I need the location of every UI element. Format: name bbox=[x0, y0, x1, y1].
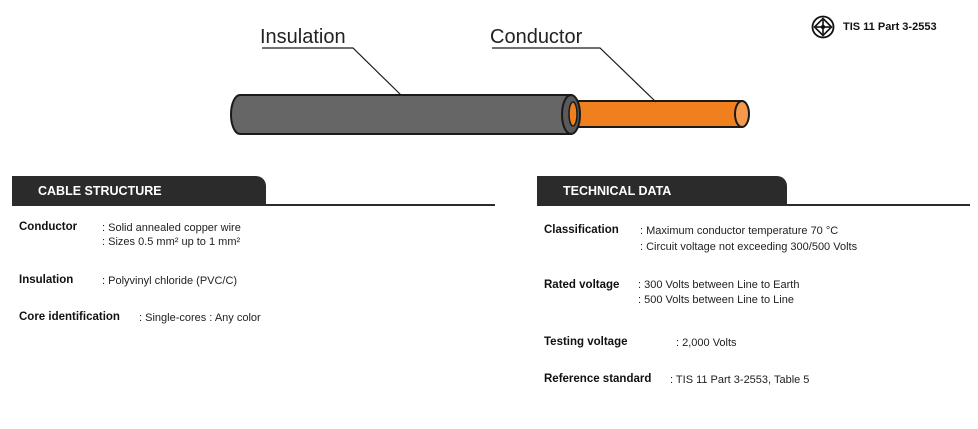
conductor-callout: Conductor bbox=[490, 26, 583, 48]
tis-certification-mark-icon bbox=[811, 15, 835, 39]
cable-structure-divider bbox=[12, 204, 495, 206]
testing-voltage-value: : 2,000 Volts bbox=[676, 337, 737, 349]
testing-voltage-label: Testing voltage bbox=[544, 336, 628, 348]
cable-structure-header: CABLE STRUCTURE bbox=[12, 176, 266, 206]
insulation-sheath bbox=[230, 94, 581, 135]
classification-value-2: : Circuit voltage not exceeding 300/500 … bbox=[640, 241, 858, 253]
insulation-callout: Insulation bbox=[260, 26, 346, 48]
rated-voltage-value-1: : 300 Volts between Line to Earth bbox=[638, 279, 800, 291]
cable-diagram bbox=[230, 47, 750, 135]
rated-voltage-value-2: : 500 Volts between Line to Line bbox=[638, 294, 794, 306]
conductor-value-1: : Solid annealed copper wire bbox=[102, 222, 241, 234]
standard-badge-text: TIS 11 Part 3-2553 bbox=[843, 21, 937, 33]
reference-standard-label: Reference standard bbox=[544, 373, 652, 385]
conductor-leader-line bbox=[492, 47, 657, 103]
conductor-wire bbox=[573, 100, 750, 128]
standard-badge: TIS 11 Part 3-2553 bbox=[811, 15, 937, 39]
insulation-label: Insulation bbox=[19, 274, 74, 286]
core-identification-value: : Single-cores : Any color bbox=[139, 312, 261, 324]
technical-data-header: TECHNICAL DATA bbox=[537, 176, 787, 206]
insulation-value: : Polyvinyl chloride (PVC/C) bbox=[102, 275, 238, 287]
classification-label: Classification bbox=[544, 224, 619, 236]
core-identification-label: Core identification bbox=[19, 311, 120, 323]
rated-voltage-label: Rated voltage bbox=[544, 279, 620, 291]
insulation-leader-line bbox=[262, 47, 403, 97]
reference-standard-value: : TIS 11 Part 3-2553, Table 5 bbox=[670, 374, 810, 386]
conductor-label: Conductor bbox=[19, 221, 78, 233]
technical-data-divider bbox=[537, 204, 970, 206]
classification-value-1: : Maximum conductor temperature 70 °C bbox=[640, 225, 839, 237]
conductor-value-2: : Sizes 0.5 mm² up to 1 mm² bbox=[102, 236, 241, 248]
